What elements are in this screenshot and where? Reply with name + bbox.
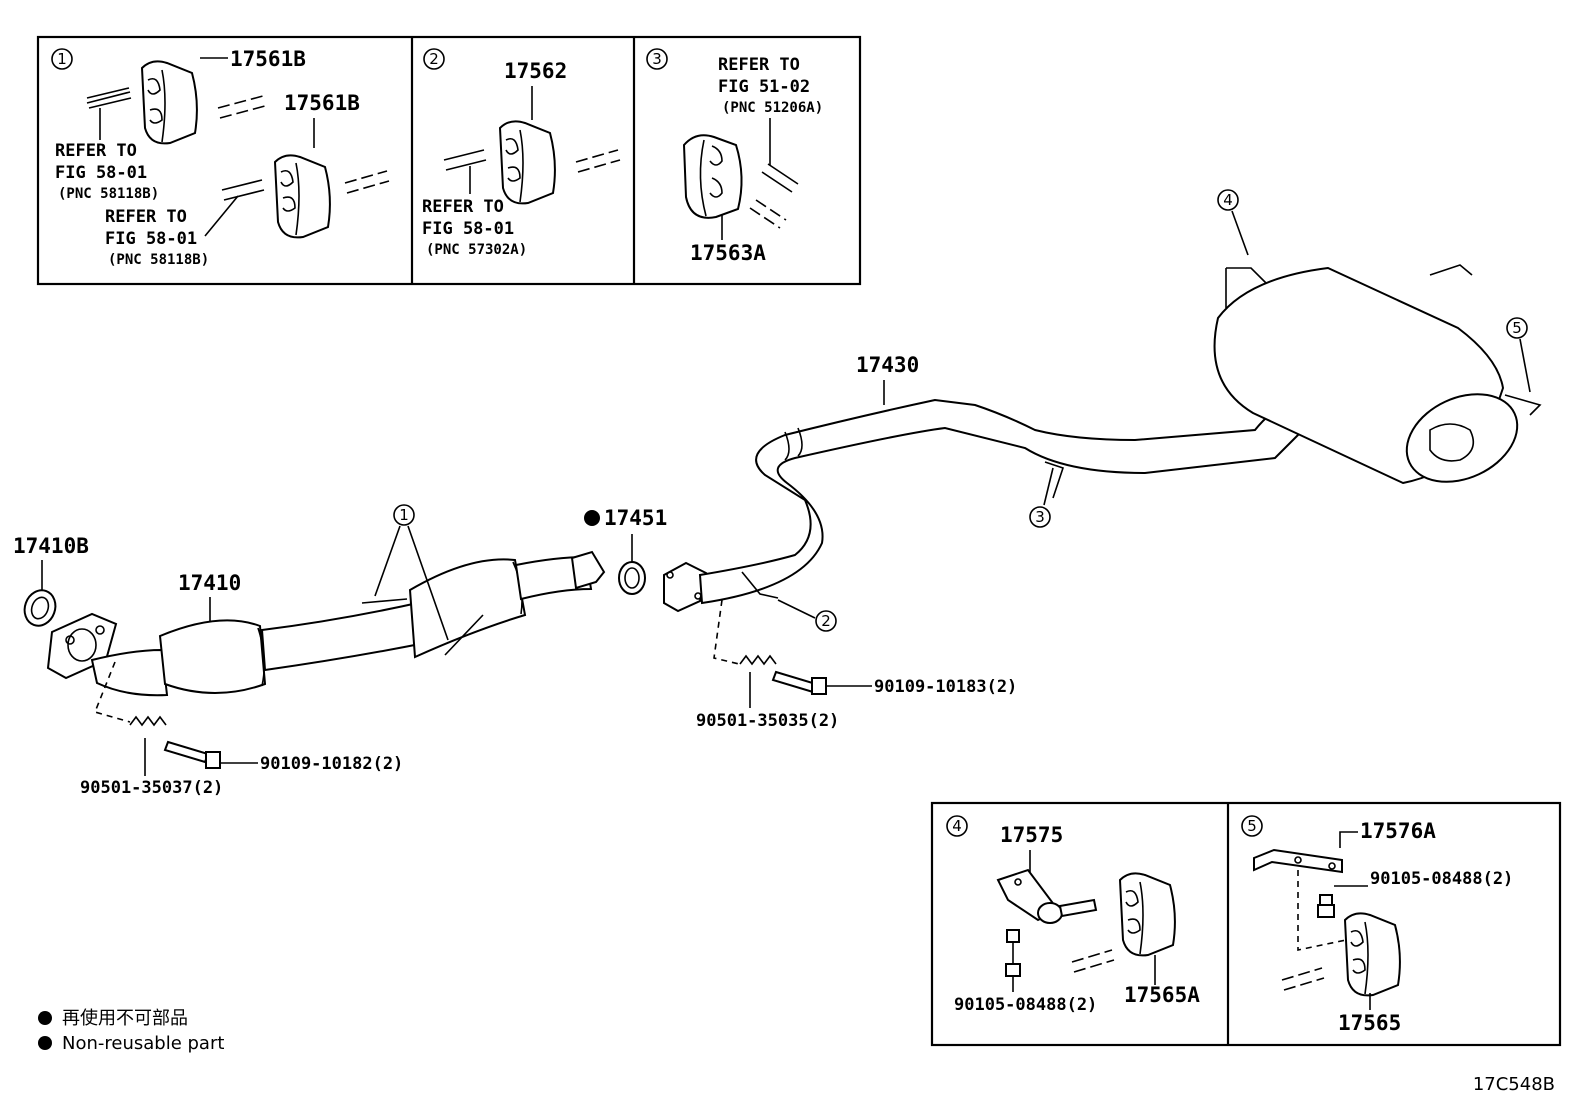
label-17451: 17451 (604, 506, 667, 530)
ref-1a-line3: (PNC 58118B) (58, 186, 159, 202)
label-17563A: 17563A (690, 241, 766, 265)
inset-box-top (36, 35, 862, 286)
ref-1a-line2: FIG 58-01 (55, 163, 147, 183)
label-17410: 17410 (178, 571, 241, 595)
inset-3-number: 3 (652, 50, 662, 68)
mid-fasteners: 90109-10183(2) 90501-35035(2) (696, 599, 1017, 731)
ref-1b-line3: (PNC 58118B) (108, 252, 209, 268)
label-17565: 17565 (1338, 1011, 1401, 1035)
label-90105-08488-b: 90105-08488(2) (1370, 869, 1513, 889)
ref-2-line1: REFER TO (422, 197, 504, 217)
tail-pipe-17430: 17430 (663, 353, 1317, 613)
inset-panel-3: 3 REFER TO FIG 51-02 (PNC 51206A) 17563A (646, 48, 823, 265)
label-17561B-b: 17561B (284, 91, 360, 115)
callout-2-main: 2 (777, 599, 837, 632)
callout-1-main: 1 (374, 504, 449, 641)
svg-text:5: 5 (1247, 817, 1257, 835)
label-17565A: 17565A (1124, 983, 1200, 1007)
muffler (1213, 264, 1542, 485)
rubber-hanger-17565A (1118, 872, 1176, 957)
ref-1b-line2: FIG 58-01 (105, 229, 197, 249)
label-17561B-a: 17561B (230, 47, 306, 71)
ref-3-line1: REFER TO (718, 55, 800, 75)
inset-panel-5: 5 17576A 90105-08488(2) 17565 (1241, 815, 1513, 1035)
ref-1a-line1: REFER TO (55, 141, 137, 161)
ref-3-line2: FIG 51-02 (718, 77, 810, 97)
ref-2-line3: (PNC 57302A) (426, 242, 527, 258)
svg-text:3: 3 (1035, 508, 1045, 526)
legend: 再使用不可部品 Non-reusable part (38, 1008, 224, 1054)
svg-text:4: 4 (1223, 191, 1233, 209)
ref-2-line2: FIG 58-01 (422, 219, 514, 239)
gasket-17410B: 17410B (13, 534, 89, 627)
legend-line-2: Non-reusable part (62, 1033, 224, 1054)
rubber-hanger-17562 (498, 120, 556, 205)
front-pipe-17410: 17410 (46, 550, 606, 697)
inset-1-number: 1 (57, 50, 67, 68)
inset-panel-2: 2 17562 REFER TO FIG 58-01 (PNC 57302A) (422, 48, 621, 258)
label-90109-10182: 90109-10182(2) (260, 754, 403, 774)
gasket-17451: 17451 (584, 506, 667, 595)
label-90105-08488-a: 90105-08488(2) (954, 995, 1097, 1015)
front-fasteners: 90109-10182(2) 90501-35037(2) (80, 661, 403, 798)
label-17575: 17575 (1000, 823, 1063, 847)
rubber-hanger-17561B-b (273, 154, 331, 239)
rubber-hanger-17565 (1343, 912, 1401, 997)
inset-panel-4: 4 17575 90105-08488(2) 17565A (946, 815, 1200, 1015)
inset-box-bottom (930, 801, 1562, 1047)
legend-line-1: 再使用不可部品 (62, 1008, 188, 1029)
inset-panel-1: 1 17561B 17561B REFER TO FIG 58-01 (PNC … (51, 47, 390, 268)
callout-3-main: 3 (1029, 461, 1065, 528)
ref-3-line3: (PNC 51206A) (722, 100, 823, 116)
svg-text:1: 1 (399, 506, 409, 524)
label-17576A: 17576A (1360, 819, 1436, 843)
label-90501-35037: 90501-35037(2) (80, 778, 223, 798)
label-17430: 17430 (856, 353, 919, 377)
rubber-hanger-17561B-a (140, 60, 198, 145)
label-90501-35035: 90501-35035(2) (696, 711, 839, 731)
callout-5-main: 5 (1506, 317, 1531, 393)
label-17410B: 17410B (13, 534, 89, 558)
rubber-hanger-17563A (682, 134, 743, 219)
callout-4-main: 4 (1217, 189, 1249, 256)
label-17562: 17562 (504, 59, 567, 83)
ref-1b-line1: REFER TO (105, 207, 187, 227)
label-90109-10183: 90109-10183(2) (874, 677, 1017, 697)
figure-code: 17C548B (1473, 1074, 1555, 1095)
svg-text:2: 2 (821, 612, 831, 630)
inset-2-number: 2 (429, 50, 439, 68)
svg-text:5: 5 (1512, 319, 1522, 337)
svg-text:4: 4 (952, 817, 962, 835)
